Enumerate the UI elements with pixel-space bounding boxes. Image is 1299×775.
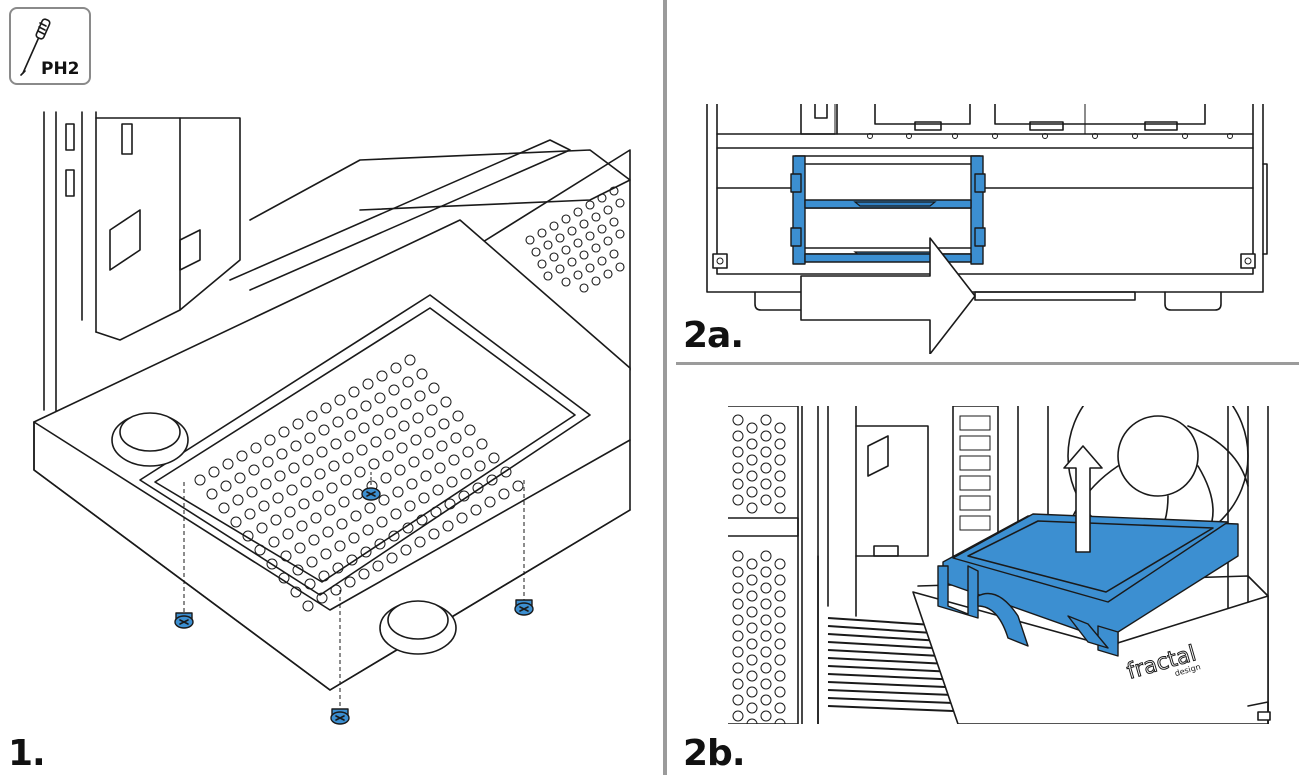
screw (330, 708, 350, 725)
case-foot (379, 600, 457, 655)
step-label-2b: 2b. (683, 733, 745, 774)
screw (514, 599, 534, 616)
lift-direction-arrow (1063, 445, 1103, 553)
side-mesh (728, 406, 799, 724)
panel-2b-illustration: fractal design (728, 406, 1271, 724)
bottom-mesh (194, 354, 524, 612)
tool-badge: PH2 (9, 7, 91, 85)
slide-direction-arrow (800, 237, 976, 354)
step-label-1: 1. (8, 733, 46, 774)
hdd-cage (790, 155, 986, 265)
screw (361, 487, 381, 501)
screwdriver-icon (20, 18, 51, 76)
panel-divider-vertical (663, 0, 667, 775)
screw (174, 612, 194, 629)
hdd-cage (937, 513, 1239, 657)
tool-label: PH2 (41, 59, 80, 79)
panel-2a-illustration (706, 104, 1268, 354)
step-label-2a: 2a. (683, 315, 744, 356)
panel-1-illustration (33, 111, 631, 725)
panel-divider-horizontal (676, 362, 1299, 365)
case-foot (111, 412, 189, 467)
